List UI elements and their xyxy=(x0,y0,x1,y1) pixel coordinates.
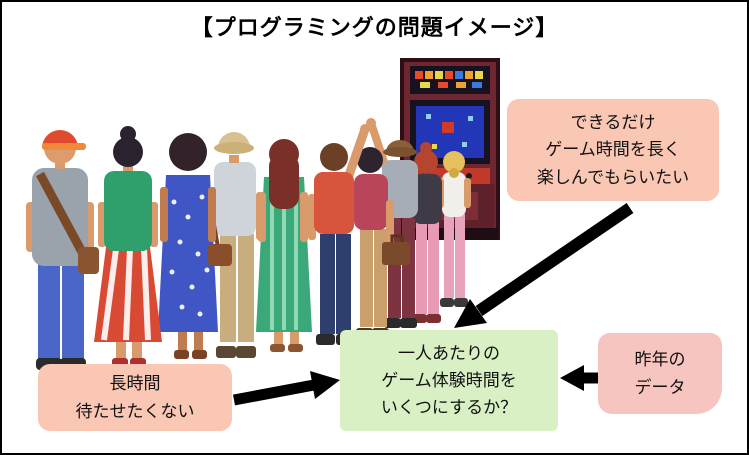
question-box: 一人あたりの ゲーム体験時間を いくつにするか？ xyxy=(340,330,558,431)
person-6 xyxy=(308,124,370,345)
question-line: 一人あたりの xyxy=(398,343,500,363)
callout-wait-line: 長時間 xyxy=(109,374,161,394)
callout-goal-box: できるだけ ゲーム時間を長く 楽しんでもらいたい xyxy=(507,99,719,201)
callout-wait-line: 待たせたくない xyxy=(75,401,195,421)
callout-last-year-line: 昨年の xyxy=(634,350,686,370)
question-line: いくつにするか？ xyxy=(380,398,518,418)
callout-goal-line: 楽しんでもらいたい xyxy=(536,167,690,187)
page-title: 【プログラミングの問題イメージ】 xyxy=(190,15,559,40)
person-3 xyxy=(158,133,232,359)
queue-people-icon xyxy=(26,118,471,370)
callout-last-year-line: データ xyxy=(634,377,686,397)
callout-goal-line: ゲーム時間を長く xyxy=(545,140,681,160)
person-1 xyxy=(26,130,99,370)
person-9 xyxy=(412,142,442,323)
callout-last-year-box: 昨年の データ xyxy=(598,333,722,414)
callout-wait-box: 長時間 待たせたくない xyxy=(38,364,232,431)
arrow-data-to-question-icon xyxy=(560,365,602,391)
callout-goal-line: できるだけ xyxy=(570,113,656,133)
arrows xyxy=(232,203,634,406)
person-2 xyxy=(94,126,162,368)
arrow-goal-to-question-icon xyxy=(454,203,634,328)
person-5 xyxy=(256,139,312,352)
question-line: ゲーム体験時間を xyxy=(381,370,517,390)
arrow-wait-to-question-icon xyxy=(232,371,340,406)
